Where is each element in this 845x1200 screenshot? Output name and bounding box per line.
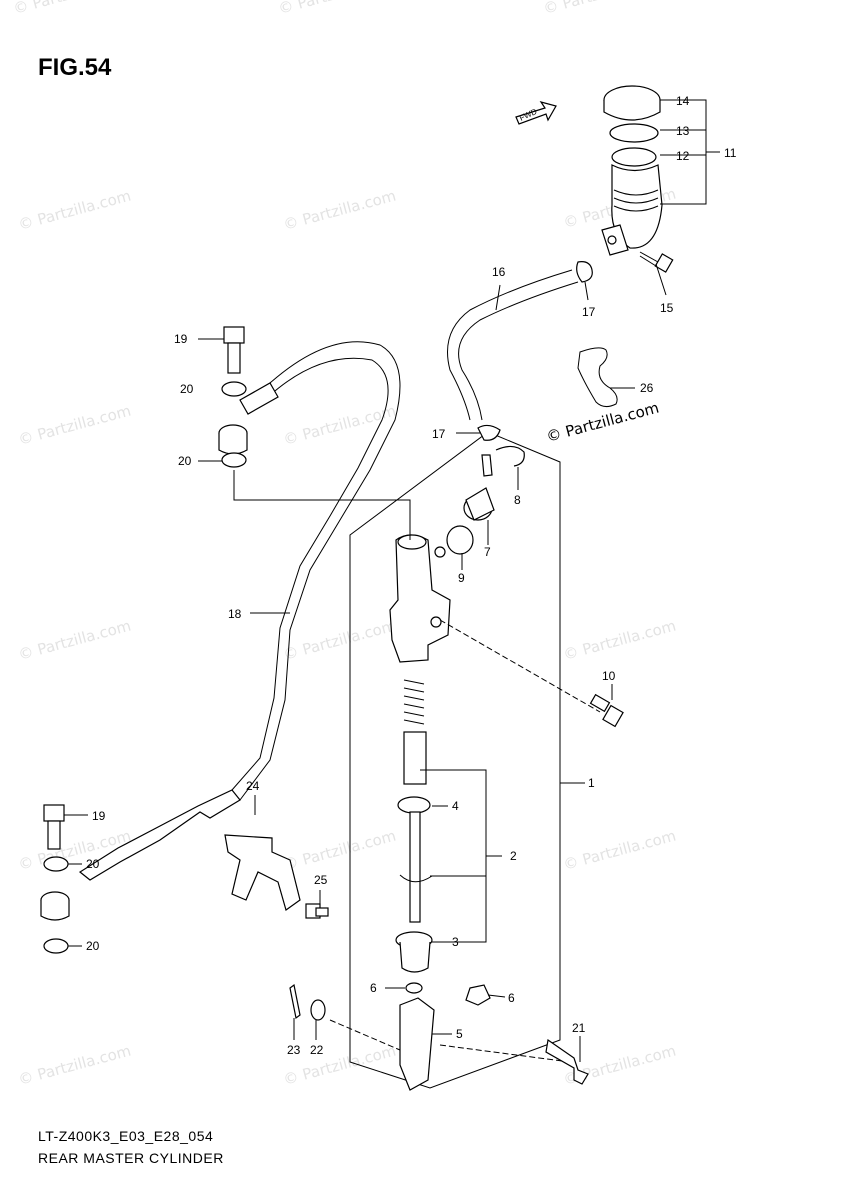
callout-25: 25 — [314, 873, 328, 887]
callout-3: 3 — [452, 935, 459, 949]
cotter-pin-23 — [289, 983, 301, 1020]
callout-13: 13 — [676, 124, 690, 138]
cylinder-spring — [403, 679, 425, 725]
watermark: © Partzilla.com — [276, 0, 392, 18]
callout-20: 20 — [86, 939, 100, 953]
figure-code: LT-Z400K3_E03_E28_054 — [38, 1128, 214, 1144]
banjo-bolt-upper — [223, 326, 245, 374]
hose-end-upper — [218, 382, 279, 455]
hose-guide — [224, 834, 301, 911]
callout-11: 11 — [724, 146, 737, 160]
watermark: © Partzilla.com — [281, 187, 397, 234]
callout-7: 7 — [484, 545, 491, 559]
washer-20 — [221, 452, 247, 468]
callout-1: 1 — [588, 776, 595, 790]
callout-6: 6 — [370, 981, 377, 995]
watermark: © Partzilla.com — [541, 0, 657, 18]
callout-9: 9 — [458, 571, 465, 585]
callout-19: 19 — [174, 332, 188, 346]
callout-16: 16 — [492, 265, 506, 279]
brake-hose — [231, 341, 401, 801]
watermark: © Partzilla.com — [281, 827, 397, 874]
fwd-arrow-icon: FWD — [515, 101, 557, 125]
banjo-bolt-lower — [43, 804, 65, 850]
watermark: © Partzilla.com — [281, 402, 397, 449]
callout-20: 20 — [180, 382, 194, 396]
watermark: © Partzilla.com — [16, 617, 132, 664]
callout-4: 4 — [452, 799, 459, 813]
figure-title: FIG.54 — [38, 54, 112, 81]
callout-19: 19 — [92, 809, 106, 823]
watermark: © Partzilla.com — [16, 187, 132, 234]
hose-clip — [577, 347, 618, 408]
washer-20 — [43, 856, 69, 872]
callout-23: 23 — [287, 1043, 301, 1057]
dashed-pin-line — [329, 1019, 571, 1063]
callout-26: 26 — [640, 381, 654, 395]
callout-15: 15 — [660, 301, 674, 315]
reservoir-assembly — [601, 85, 663, 256]
callout-21: 21 — [572, 1021, 586, 1035]
watermark: © Partzilla.com — [561, 617, 677, 664]
piston-assembly — [395, 731, 433, 973]
callout-20: 20 — [178, 454, 192, 468]
leader-lines — [64, 99, 720, 1062]
master-cylinder-body — [389, 534, 451, 663]
reservoir-hose — [447, 269, 579, 421]
watermark-layer: © Partzilla.com © Partzilla.com © Partzi… — [11, 0, 677, 1089]
pin-21 — [545, 1038, 589, 1085]
watermark: © Partzilla.com — [281, 617, 397, 664]
callout-17: 17 — [582, 305, 596, 319]
hose-end-lower — [40, 789, 241, 921]
callout-22: 22 — [310, 1043, 324, 1057]
callout-14: 14 — [676, 94, 690, 108]
watermark: © Partzilla.com — [16, 1042, 132, 1089]
callout-2: 2 — [510, 849, 517, 863]
figure-name: REAR MASTER CYLINDER — [38, 1150, 224, 1166]
bolt-10 — [589, 693, 624, 728]
watermark: © Partzilla.com — [561, 827, 677, 874]
watermark: © Partzilla.com — [16, 402, 132, 449]
callout-17: 17 — [432, 427, 446, 441]
callout-20: 20 — [86, 857, 100, 871]
callout-18: 18 — [228, 607, 242, 621]
callout-12: 12 — [676, 149, 690, 163]
washer-22 — [310, 999, 326, 1021]
washer-20 — [221, 381, 247, 397]
callout-5: 5 — [456, 1027, 463, 1041]
hose-clamp-lower — [477, 424, 501, 441]
callout-6: 6 — [508, 991, 515, 1005]
hose-fitting — [446, 445, 525, 555]
callout-10: 10 — [602, 669, 616, 683]
callout-labels: 14 13 12 11 15 17 16 26 17 8 7 9 10 1 4 … — [86, 94, 737, 1057]
callout-24: 24 — [246, 779, 260, 793]
bolt-15 — [639, 251, 674, 273]
watermark: © Partzilla.com — [11, 0, 127, 18]
clevis — [399, 982, 491, 1091]
dashed-bolt-line — [439, 619, 601, 713]
washer-20 — [43, 938, 69, 954]
callout-8: 8 — [514, 493, 521, 507]
bolt-25 — [305, 903, 329, 919]
hose-clamp-upper — [576, 261, 593, 283]
